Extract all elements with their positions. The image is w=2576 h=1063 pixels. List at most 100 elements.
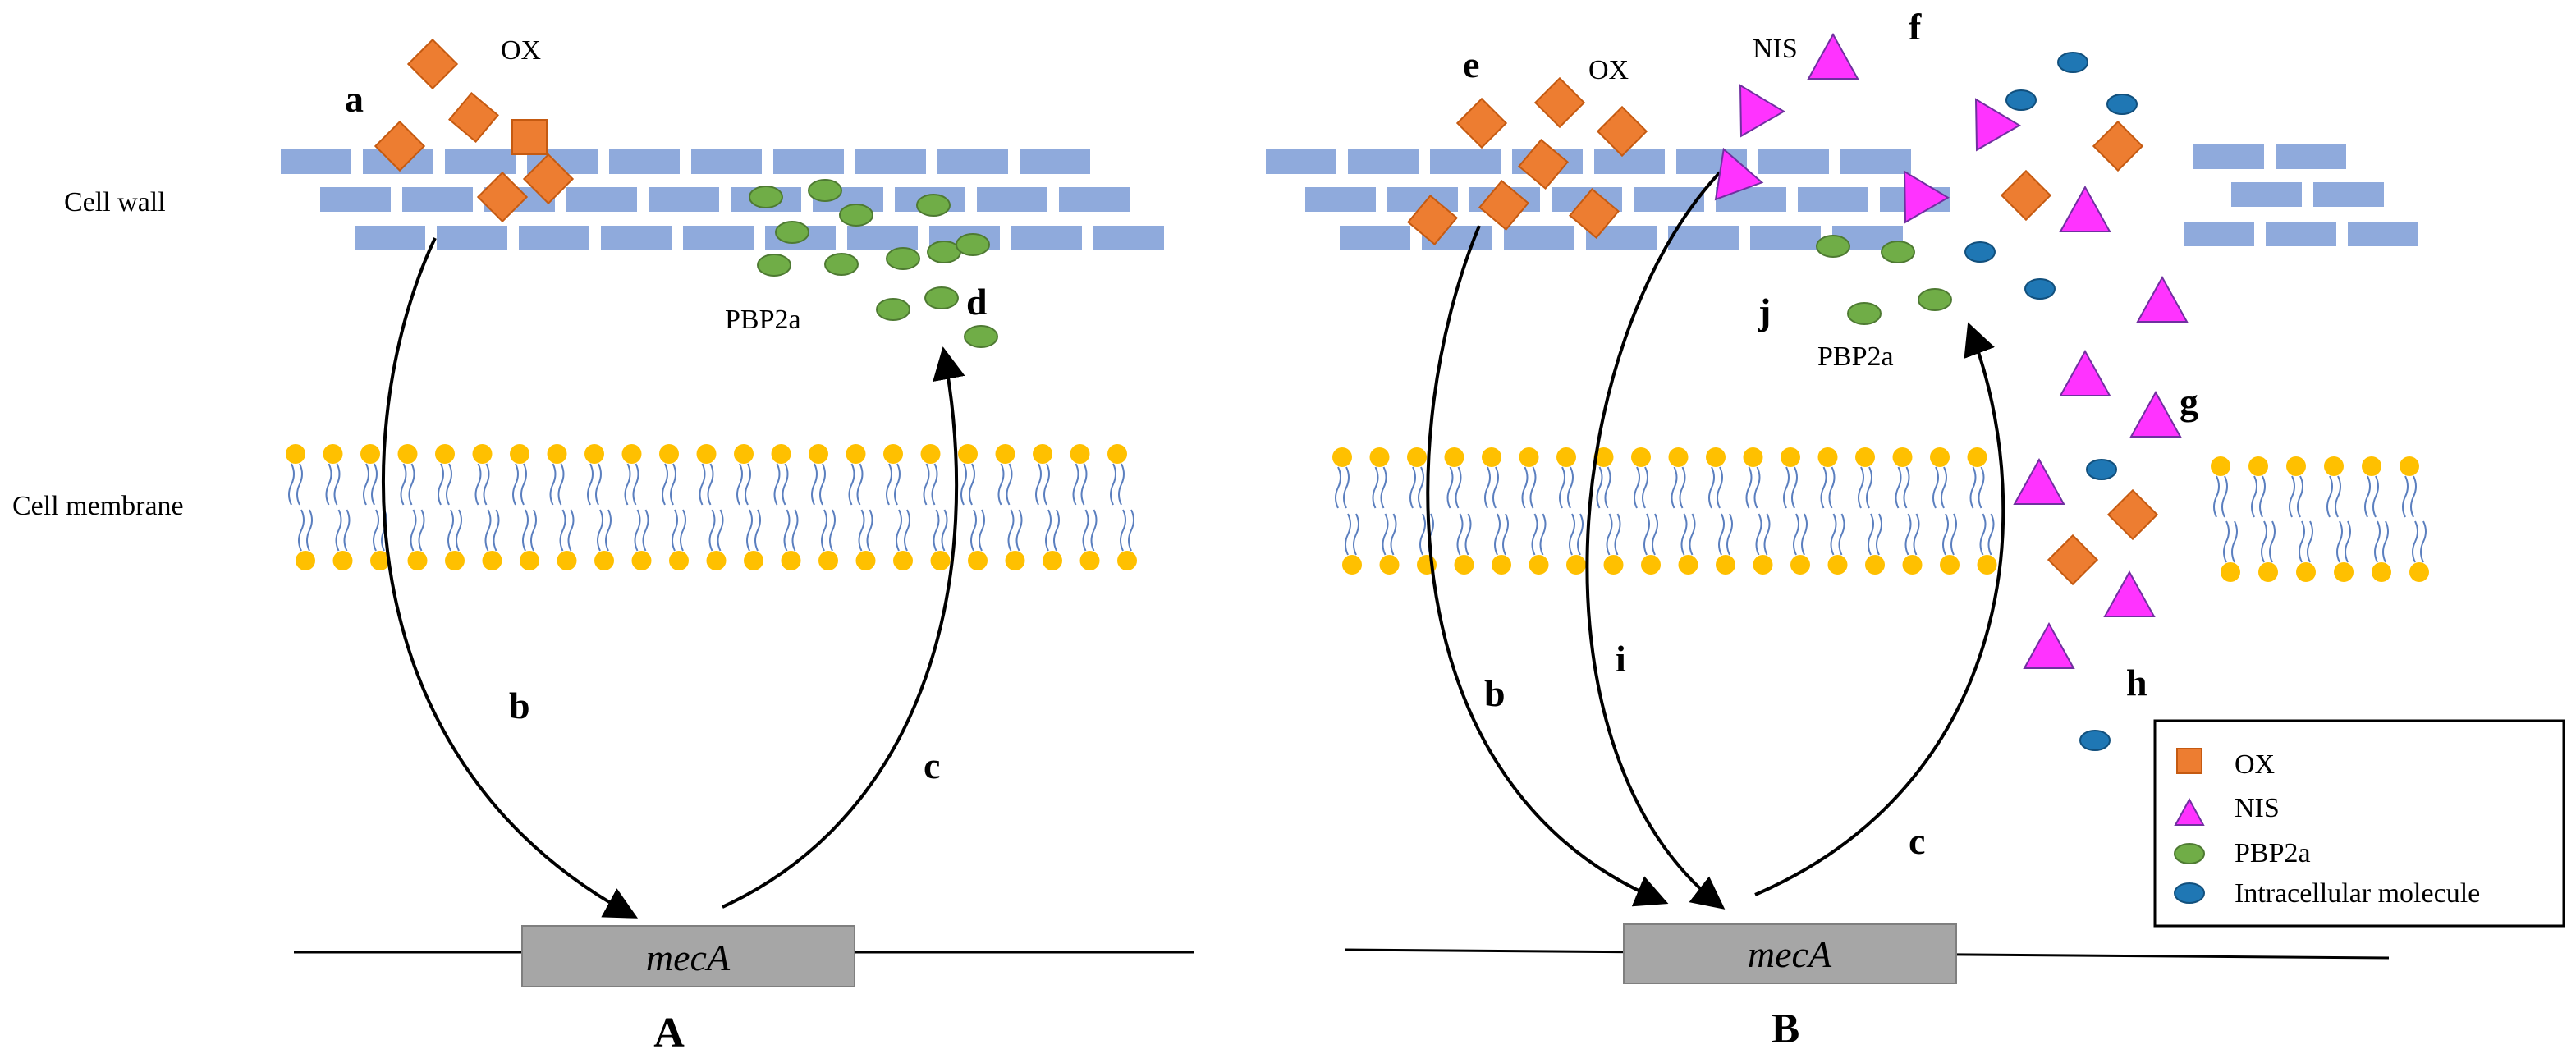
lipid-tail xyxy=(557,463,565,506)
pbp2a-molecule xyxy=(757,254,791,277)
lipid-head xyxy=(1342,555,1362,575)
pbp2a-molecule xyxy=(839,204,873,227)
wall-brick xyxy=(609,149,680,174)
lipid-head xyxy=(1902,555,1923,575)
lipid-tail xyxy=(363,463,369,506)
lipid-tail xyxy=(2336,520,2343,563)
lipid-head xyxy=(1753,555,1773,575)
lipid-tail xyxy=(1904,513,1912,556)
lipid-tail xyxy=(520,463,527,506)
lipid-head xyxy=(482,551,502,570)
lipid-tail xyxy=(1353,513,1359,556)
lipid-tail xyxy=(2269,520,2276,563)
lipid-tail xyxy=(1876,513,1882,556)
lipid-tail xyxy=(969,463,975,506)
intracellular-molecule xyxy=(2106,94,2138,115)
ox-molecule xyxy=(448,92,499,143)
lipid-head xyxy=(1892,447,1913,467)
lipid-tail xyxy=(2326,475,2333,518)
lipid-tail xyxy=(456,509,462,552)
nis-molecule xyxy=(2023,621,2075,669)
lipid-tail xyxy=(1419,513,1426,556)
lipid-tail xyxy=(1830,513,1837,556)
lipid-tail xyxy=(886,463,892,506)
wall-brick xyxy=(1668,226,1739,250)
lipid-head xyxy=(771,444,791,464)
nis-label-b: NIS xyxy=(1753,34,1798,64)
lipid-head xyxy=(818,551,838,570)
lipid-head xyxy=(1631,447,1651,467)
lipid-tail xyxy=(2289,475,2295,518)
ox-molecule xyxy=(511,119,548,155)
lipid-tail xyxy=(1596,466,1603,509)
lipid-tail xyxy=(2345,520,2351,563)
lipid-tail xyxy=(745,463,751,506)
lipid-tail xyxy=(418,509,425,552)
step-label-c-panel-a: c xyxy=(924,745,940,786)
lipid-tail xyxy=(1634,466,1640,509)
lipid-head xyxy=(1641,555,1661,575)
lipid-head xyxy=(1603,555,1624,575)
lipid-tail xyxy=(1868,513,1874,556)
ox-molecule xyxy=(522,153,575,205)
lipid-tail xyxy=(1567,466,1574,509)
intracellular-molecule xyxy=(1964,241,1996,263)
lipid-tail xyxy=(1652,513,1658,556)
lipid-tail xyxy=(1569,513,1575,556)
nis-molecule xyxy=(2059,185,2111,232)
lipid-tail xyxy=(1671,466,1678,509)
wall-brick xyxy=(977,187,1047,212)
wall-brick xyxy=(683,226,754,250)
lipid-head xyxy=(2324,456,2344,476)
lipid-tail xyxy=(1484,466,1491,509)
lipid-head xyxy=(1593,447,1614,467)
lipid-tail xyxy=(549,463,557,506)
lipid-tail xyxy=(1372,466,1379,509)
ox-molecule xyxy=(1569,188,1620,239)
step-label-c-panel-b: c xyxy=(1909,820,1925,862)
pbp2a-label-b: PBP2a xyxy=(1817,341,1894,372)
wall-brick xyxy=(1340,226,1410,250)
lipid-head xyxy=(1977,555,1997,575)
lipid-head xyxy=(1790,555,1810,575)
lipid-tail xyxy=(325,463,332,506)
lipid-tail xyxy=(1345,513,1351,556)
lipid-tail xyxy=(1082,509,1089,552)
lipid-head xyxy=(1967,447,1987,467)
legend-nis-icon xyxy=(2174,797,2205,826)
step-label-e: e xyxy=(1463,44,1479,85)
pbp2a-molecule xyxy=(956,233,990,256)
lipid-head xyxy=(2248,456,2268,476)
lipid-tail xyxy=(530,509,537,552)
legend-intracellular-icon xyxy=(2174,882,2205,904)
lipid-tail xyxy=(1753,466,1761,509)
meca-gene-box-a xyxy=(521,925,855,987)
lipid-tail xyxy=(2297,475,2303,518)
dna-panel-a: mecA xyxy=(294,925,1194,987)
lipid-head xyxy=(1454,555,1474,575)
lipid-tail xyxy=(970,509,977,552)
lipid-tail xyxy=(1072,463,1079,506)
lipid-head xyxy=(2296,562,2316,582)
lipid-tail xyxy=(931,463,938,506)
nis-molecule xyxy=(2103,570,2156,617)
wall-brick xyxy=(1504,226,1574,250)
panel-label-b: B xyxy=(1772,1006,1800,1052)
lipid-tail xyxy=(333,463,341,506)
lipid-tail xyxy=(707,463,714,506)
lipid-tail xyxy=(2223,520,2230,563)
lipid-head xyxy=(1332,447,1352,467)
wall-brick xyxy=(519,226,589,250)
lipid-tail xyxy=(2231,520,2238,563)
lipid-head xyxy=(1407,447,1427,467)
lipid-head xyxy=(2400,456,2419,476)
lipid-head xyxy=(2221,562,2240,582)
ox-molecule xyxy=(2092,120,2144,172)
lipid-tail xyxy=(708,509,716,552)
legend-box xyxy=(2153,719,2565,928)
lipid-head xyxy=(2258,562,2278,582)
nis-molecule xyxy=(1739,84,1785,138)
lipid-head xyxy=(1529,555,1549,575)
lipid-head xyxy=(407,551,428,570)
